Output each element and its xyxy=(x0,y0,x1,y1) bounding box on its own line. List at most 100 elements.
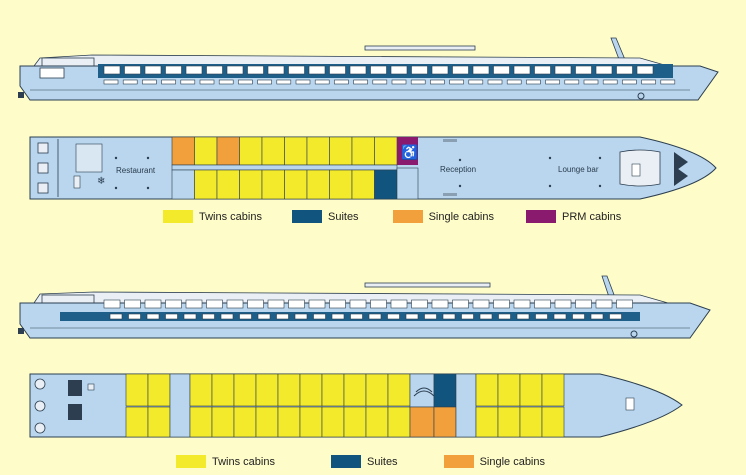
anchor-icon xyxy=(630,330,638,338)
side-window xyxy=(329,299,346,309)
side-window xyxy=(616,65,633,75)
side-window xyxy=(554,65,572,75)
cabin-twins xyxy=(365,373,389,407)
side-window xyxy=(165,65,182,75)
door-marker xyxy=(443,139,457,142)
lifebuoy-icon xyxy=(34,378,46,390)
legend-item-single: Single cabins xyxy=(443,455,545,468)
porthole-window xyxy=(410,79,426,85)
legend-bottom: Twins cabins Suites Single cabins xyxy=(176,455,545,468)
cabin-twins xyxy=(277,406,301,438)
porthole-window xyxy=(161,79,176,85)
corridor-block xyxy=(169,373,191,438)
porthole-window xyxy=(602,79,618,85)
stern-block xyxy=(37,142,49,154)
side-window xyxy=(288,299,305,309)
sun-deck-canopy xyxy=(364,45,476,51)
side-window xyxy=(595,299,613,309)
porthole-window xyxy=(609,313,622,320)
porthole-window xyxy=(368,313,382,320)
side-window xyxy=(554,299,572,309)
porthole-window xyxy=(391,79,407,85)
porthole-window xyxy=(109,313,123,320)
side-window xyxy=(103,299,121,309)
side-window xyxy=(206,65,223,75)
side-window xyxy=(472,299,490,309)
cabin-single xyxy=(171,136,195,166)
lounge-bar-label: Lounge bar xyxy=(558,165,599,174)
rudder xyxy=(18,92,24,98)
porthole-window xyxy=(165,313,178,320)
reception-label: Reception xyxy=(440,165,476,174)
side-window xyxy=(452,65,469,75)
side-window xyxy=(513,65,531,75)
cabin-twins xyxy=(255,406,279,438)
legend-item-suites: Suites xyxy=(330,455,398,468)
porthole-window xyxy=(294,313,308,320)
cabin-twins xyxy=(277,373,301,407)
side-window xyxy=(411,65,428,75)
side-window xyxy=(493,299,510,309)
legend-swatch-suites xyxy=(291,210,322,223)
legend-swatch-twins xyxy=(176,455,206,468)
deck-plan-lower xyxy=(29,373,683,438)
porthole-window xyxy=(146,313,160,320)
bow-seat-icon xyxy=(674,166,688,186)
porthole-window xyxy=(622,79,637,85)
porthole-window xyxy=(180,79,196,85)
cabin-twins xyxy=(147,373,171,407)
porthole-window xyxy=(449,79,464,85)
side-window xyxy=(226,299,244,309)
table-dot xyxy=(114,156,118,160)
porthole-window xyxy=(461,313,474,320)
cabin-suites xyxy=(433,373,457,408)
side-window xyxy=(493,65,510,75)
corridor-block xyxy=(171,169,195,200)
bow-seat-icon xyxy=(674,152,688,172)
porthole-window xyxy=(257,79,272,85)
legend-item-prm: PRM cabins xyxy=(526,210,621,223)
porthole-window xyxy=(553,313,567,320)
restaurant-label: Restaurant xyxy=(116,166,156,175)
porthole-window xyxy=(239,313,252,320)
cabin-twins xyxy=(261,169,285,200)
side-window xyxy=(370,299,387,309)
porthole-window xyxy=(487,79,503,85)
table-dot xyxy=(598,184,602,188)
side-window xyxy=(349,65,367,75)
porthole-window xyxy=(276,313,289,320)
porthole-window xyxy=(331,313,345,320)
side-window xyxy=(226,65,244,75)
stern-block xyxy=(37,162,49,174)
cabin-twins xyxy=(189,406,213,438)
side-window xyxy=(144,65,162,75)
side-window xyxy=(247,65,264,75)
side-window xyxy=(267,299,285,309)
cabin-twins xyxy=(233,406,257,438)
cabin-twins xyxy=(299,373,323,407)
porthole-window xyxy=(128,313,141,320)
legend-item-suites: Suites xyxy=(291,210,359,223)
porthole-window xyxy=(468,79,484,85)
side-window xyxy=(513,299,531,309)
side-window xyxy=(349,299,367,309)
cabin-twins xyxy=(475,406,499,438)
porthole-window xyxy=(183,313,197,320)
porthole-window xyxy=(350,313,363,320)
porthole-window xyxy=(572,313,585,320)
legend-swatch-single xyxy=(443,455,474,468)
cabin-twins xyxy=(374,136,398,166)
cabin-twins xyxy=(541,373,565,407)
cabin-twins xyxy=(519,406,543,438)
cabin-twins xyxy=(284,136,308,166)
cabin-single xyxy=(409,406,435,438)
legend-item-twins: Twins cabins xyxy=(176,455,275,468)
cabin-twins xyxy=(147,406,171,438)
cabin-single xyxy=(216,136,240,166)
cabin-twins xyxy=(211,373,235,407)
side-window xyxy=(575,65,592,75)
porthole-window xyxy=(424,313,437,320)
table-dot xyxy=(458,158,462,162)
side-window xyxy=(124,299,141,309)
porthole-window xyxy=(535,313,548,320)
